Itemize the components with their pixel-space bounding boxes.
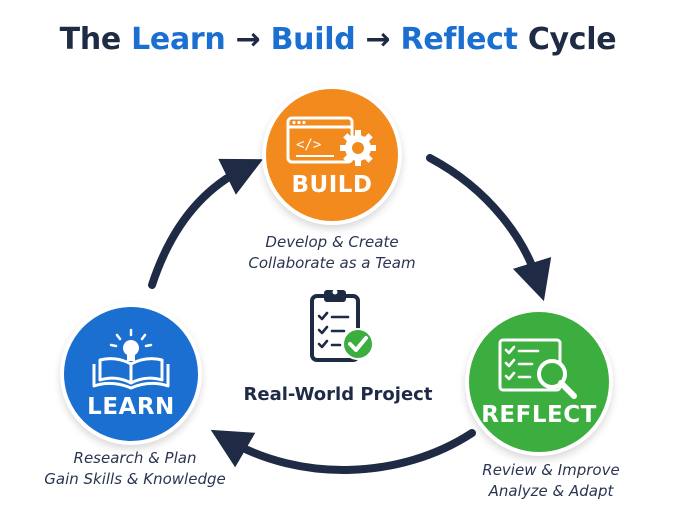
title-prefix: The (59, 22, 132, 57)
title-arrow-1: → (225, 22, 271, 57)
build-description: Develop & Create Collaborate as a Team (222, 232, 442, 274)
center-project-label: Real-World Project (243, 384, 433, 405)
learn-description: Research & Plan Gain Skills & Knowledge (25, 448, 245, 490)
title-learn: Learn (131, 22, 226, 57)
build-node: </> BUILD (262, 85, 402, 225)
learn-node: LEARN (60, 303, 202, 445)
reflect-description: Review & Improve Analyze & Adapt (446, 460, 656, 502)
learn-label: LEARN (87, 394, 175, 420)
code-window-gear-icon: </> (286, 116, 376, 166)
arrow-build-to-reflect (426, 154, 552, 302)
arrow-learn-to-build (148, 158, 263, 289)
title-arrow-2: → (355, 22, 401, 57)
reflect-node: REFLECT (465, 308, 613, 456)
clipboard-check-icon (310, 289, 374, 362)
build-label: BUILD (291, 172, 373, 198)
checklist-magnifier-icon (498, 338, 577, 399)
learn-desc-line-1: Research & Plan (73, 449, 197, 467)
reflect-label: REFLECT (481, 402, 597, 428)
build-desc-line-1: Develop & Create (265, 233, 399, 251)
title-reflect: Reflect (400, 22, 518, 57)
arrow-reflect-to-learn (210, 429, 476, 474)
reflect-desc-line-1: Review & Improve (482, 461, 620, 479)
book-lightbulb-icon (92, 328, 170, 390)
title-suffix: Cycle (517, 22, 617, 57)
svg-text:</>: </> (296, 137, 321, 153)
title-build: Build (270, 22, 356, 57)
page-title: The Learn → Build → Reflect Cycle (0, 22, 676, 57)
reflect-desc-line-2: Analyze & Adapt (488, 482, 614, 500)
learn-desc-line-2: Gain Skills & Knowledge (44, 470, 226, 488)
build-desc-line-2: Collaborate as a Team (248, 254, 416, 272)
